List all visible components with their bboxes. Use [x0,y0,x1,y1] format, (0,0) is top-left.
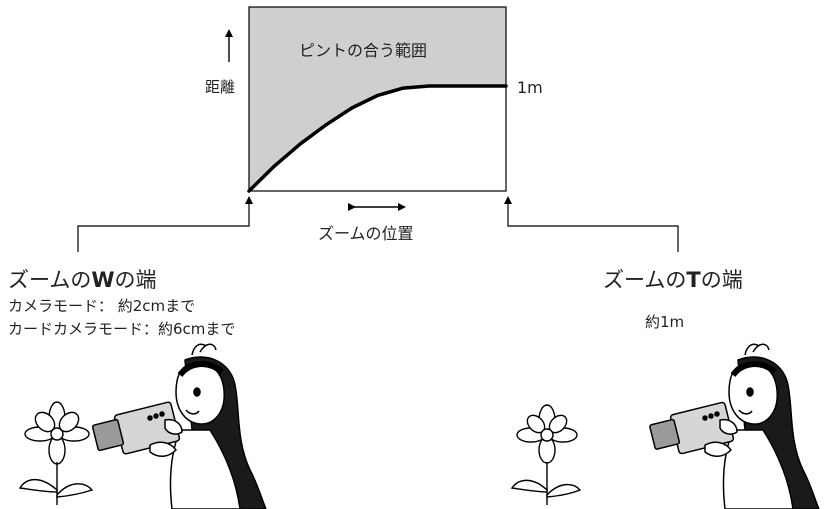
person-with-camcorder-left [91,343,267,509]
zoom-position-label: ズームの位置 [318,224,414,243]
one-meter-label: 1m [517,78,543,97]
tele-end-title-suffix: の端 [700,268,743,292]
card-camera-mode-range: カードカメラモード：約6cmまで [8,320,236,338]
wide-end-pointer [245,196,253,204]
wide-end-title-letter: W [91,268,115,292]
chart-frame [248,6,507,192]
focus-distance-curve [247,84,508,193]
focus-range-label: ピントの合う範囲 [299,41,428,60]
tele-end-pointer [504,196,512,204]
wide-end-title-suffix: の端 [114,268,157,292]
distance-label: 距離 [205,78,236,96]
tele-end-range: 約1m [645,313,685,331]
tele-end-title: ズームのTの端 [603,264,743,294]
focus-range-region [249,7,506,191]
flower-illustration-left [18,401,94,505]
tele-end-title-prefix: ズームの [603,268,687,292]
flower-illustration-right [510,404,582,505]
wide-end-title-prefix: ズームの [8,268,92,292]
wide-end-title: ズームのWの端 [8,264,157,294]
tele-end-title-letter: T [686,268,701,292]
wide-end-connector [77,203,250,252]
camera-mode-range: カメラモード： 約2cmまで [8,297,196,315]
person-with-camcorder-right [649,343,820,509]
tele-end-connector [507,203,679,252]
